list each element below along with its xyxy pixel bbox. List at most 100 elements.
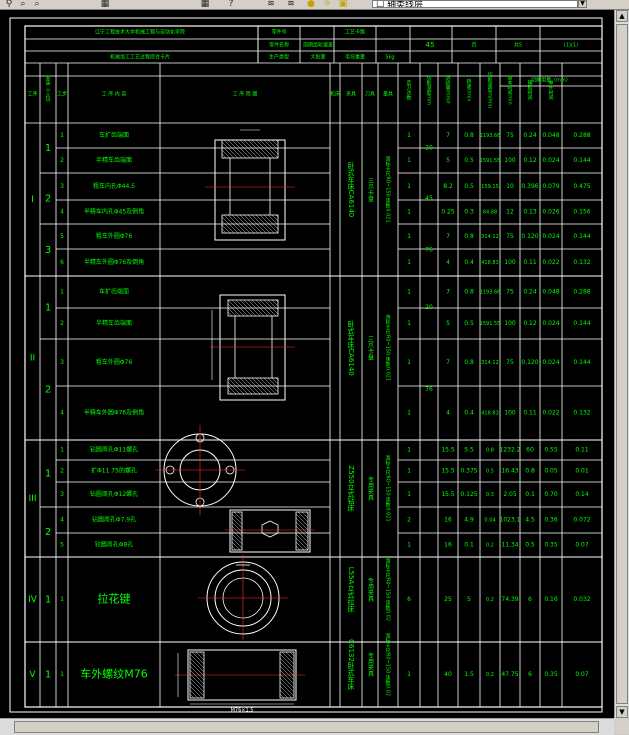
install-number: 1 [45,469,51,480]
layer-dropdown[interactable]: ☐ 轴类线层 [372,0,578,8]
step-description: 粗车外圆Φ76 [96,232,133,240]
hatch-line [251,299,269,317]
horizontal-scroll-thumb[interactable] [14,721,599,733]
step-description: 粗车内孔Φ44.5 [93,182,135,190]
cell-total-time: 0.01 [575,468,589,475]
cell-feed: 0.5 [464,157,474,164]
cell-total-time: 0.14 [575,491,589,498]
part-no-label: 零件号 [271,29,286,36]
cell-rpm: 0.2 [486,543,494,549]
hatch-line [243,299,261,317]
chevron-down-icon[interactable]: ▼ [578,0,587,8]
cell-feed: 0.4 [464,259,474,266]
properties-icon[interactable]: ▦ [100,0,110,9]
column-header: 基本时间min [507,75,513,105]
column-header: 量具 [383,91,393,98]
hatch-line [231,533,243,545]
layer-lock-icon[interactable]: ▣ [338,0,348,9]
hatch-line [227,389,233,395]
step-number: 3 [60,491,64,498]
install-number: 2 [45,194,51,205]
cell-aux-time: 0.024 [542,320,559,327]
cell-speed: 100 [504,320,516,327]
cell-speed: 75 [506,289,514,296]
machine-tool: Z550立式钻床 [347,465,355,512]
cell-passes: 1 [407,259,411,266]
layer-color-swatch: ☐ [376,0,387,8]
hatch-line [189,673,205,689]
production-label: 生产类型 [269,54,289,61]
install-number: 2 [45,527,51,538]
cell-passes: 1 [407,233,411,240]
cut-length: 20 [425,304,433,311]
zoom-window-icon[interactable]: ⌕ [20,0,26,9]
cell-base-time: 0.8 [525,468,535,475]
column-header: 进给量mm/r [445,75,451,105]
cell-depth: 7 [446,132,450,139]
column-header: 转速r/min [466,78,472,102]
cell-base-time: 0.24 [523,132,537,139]
scroll-up-icon[interactable]: ▲ [616,10,628,22]
cell-aux-time: 0.048 [542,132,559,139]
cell-base-time: 0.11 [523,410,537,417]
hatch-line [195,651,205,661]
install-number: 3 [45,245,51,256]
hatch-outline [189,651,205,699]
layer-freeze-icon[interactable]: ☼ [322,0,332,9]
layer-state-icon[interactable]: ≋ [287,0,295,9]
hatch-line [235,377,253,395]
step-description: 半精车齿端面 [96,156,132,164]
hatch-line [295,513,309,527]
cut-length: 45 [425,195,433,202]
layer-manager-icon[interactable]: ≋ [267,0,275,9]
vertical-scroll-thumb[interactable] [616,24,628,704]
cell-feed: 0.8 [464,289,474,296]
step-number: 4 [60,517,64,524]
cell-depth: 15.5 [441,447,455,454]
step-number: 4 [60,209,64,216]
hatch-line [231,529,243,541]
fixture: 三爪卡盘 [367,336,374,360]
hatch-line [279,693,285,699]
column-header: 走刀次数 [406,80,412,101]
help-icon[interactable]: ? [228,0,234,9]
step-number: 2 [60,157,64,164]
vertical-scrollbar[interactable]: ▲ ▼ [614,10,629,718]
hatch-line [251,214,271,234]
step-number: 1 [60,289,64,296]
cell-passes: 1 [407,289,411,296]
cell-total-time: 0.132 [573,259,590,266]
cell-total-time: 0.072 [573,517,590,524]
cell-feed: 0.5 [464,183,474,190]
column-header: 辅助时间 [527,79,533,101]
step-description: 钻圆周孔Φ7.9孔 [92,516,136,524]
hatch-line [271,299,279,307]
cell-feed: 0.4 [464,410,474,417]
hatch-line [271,139,279,147]
hatch-line [239,139,259,159]
step-description: 拉花键 [98,592,131,606]
layer-on-icon[interactable]: ● [307,0,315,9]
hatch-line [239,299,257,317]
machine-tool: C6132卧式车床 [347,639,355,691]
step-description: 粗车外圆Φ76 [96,358,133,366]
cell-aux-time: 0.022 [542,410,559,417]
hatch-line [275,214,279,218]
zoom-previous-icon[interactable]: ⌕ [34,0,40,9]
hatch-line [255,299,273,317]
design-center-icon[interactable]: ▦ [200,0,210,9]
hatch-line [235,139,255,159]
hatch-line [235,299,253,317]
hatch-line [285,651,295,661]
scroll-down-icon[interactable]: ▼ [616,706,628,718]
hatch-line [275,377,279,381]
cell-aux-time: 0.05 [544,468,558,475]
zoom-realtime-icon[interactable]: ⚲ [5,0,13,9]
measuring-tool: 游标卡尺R0~150 读数0.021 [385,156,391,223]
horizontal-scrollbar[interactable] [0,718,614,735]
cell-aux-time: 0.022 [542,259,559,266]
measuring-tool: 游标卡尺R0~150 读数0.021 [385,455,391,522]
step-description: 半精车齿端面 [96,319,132,327]
layer-name: 轴类线层 [386,0,423,8]
